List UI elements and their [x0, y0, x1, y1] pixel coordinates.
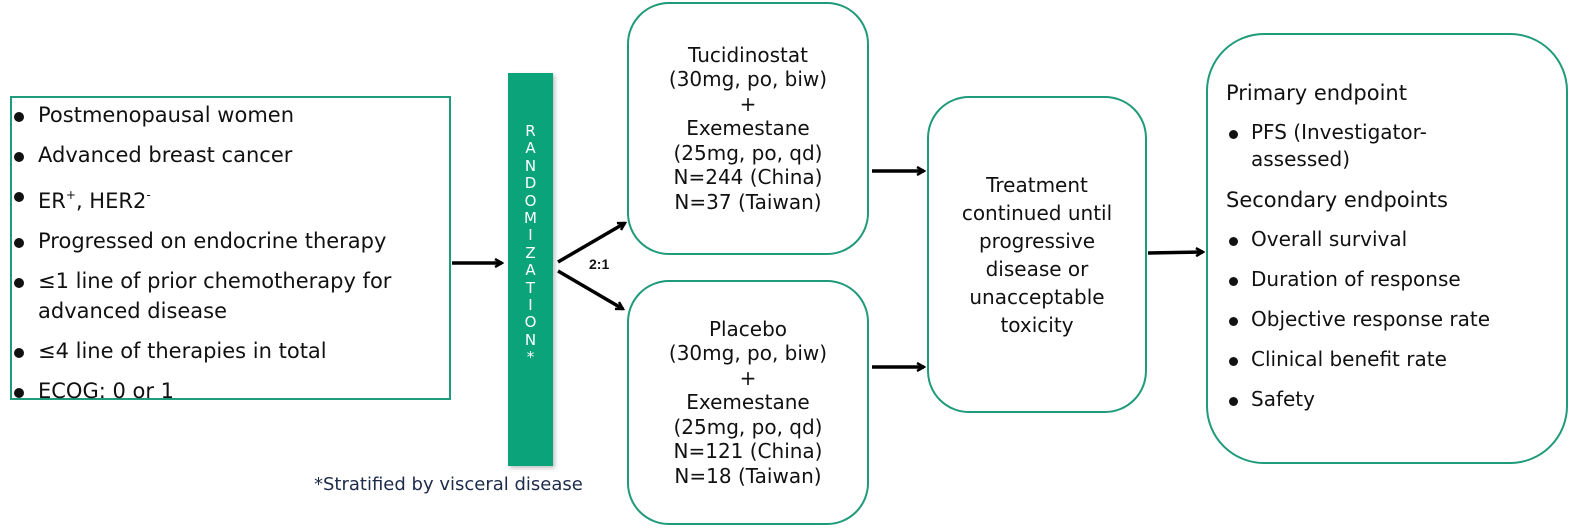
- endpoint-text: PFS (Investigator-assessed): [1251, 120, 1427, 171]
- randomization-letter: *: [526, 348, 535, 367]
- eligibility-item: ≤4 line of therapies in total: [12, 336, 449, 366]
- er-label: ER: [38, 189, 66, 213]
- secondary-endpoint-item: Duration of response: [1226, 266, 1566, 293]
- arm-line: Tucidinostat: [688, 42, 808, 67]
- bullet-icon: [1229, 397, 1238, 406]
- arm-line: Exemestane: [686, 390, 810, 415]
- arm-line: N=121 (China): [673, 439, 823, 464]
- treatment-line: unacceptable: [969, 284, 1105, 309]
- her2-label: , HER2: [75, 189, 147, 213]
- endpoint-text: Overall survival: [1251, 227, 1408, 251]
- eligibility-item-text: Advanced breast cancer: [38, 143, 293, 167]
- arm-line: Exemestane: [686, 116, 810, 141]
- eligibility-item: ECOG: 0 or 1: [12, 376, 449, 406]
- bullet-icon: [1229, 277, 1238, 286]
- treatment-line: Treatment: [986, 172, 1088, 197]
- arm-placebo-box: Placebo (30mg, po, biw) + Exemestane (25…: [627, 280, 869, 525]
- treatment-line: toxicity: [1000, 312, 1074, 337]
- treatment-continuation-box: Treatment continued until progressive di…: [927, 96, 1147, 413]
- bullet-icon: [14, 152, 24, 162]
- arm-tucidinostat-box: Tucidinostat (30mg, po, biw) + Exemestan…: [627, 2, 869, 255]
- randomization-ratio: 2:1: [589, 256, 610, 272]
- eligibility-item: ≤1 line of prior chemotherapy for advanc…: [12, 266, 438, 326]
- randomization-letter: A: [525, 139, 536, 158]
- randomization-letter: O: [524, 313, 537, 332]
- arm-line: N=37 (Taiwan): [674, 189, 822, 214]
- stratification-footnote: *Stratified by visceral disease: [314, 474, 583, 495]
- arm-line: +: [739, 91, 757, 116]
- randomization-letter: O: [524, 191, 537, 210]
- bullet-icon: [14, 238, 24, 248]
- endpoint-text: Clinical benefit rate: [1251, 347, 1447, 371]
- secondary-endpoint-heading: Secondary endpoints: [1226, 188, 1448, 212]
- arm-line: (25mg, po, qd): [673, 414, 823, 439]
- secondary-endpoint-item: Clinical benefit rate: [1226, 346, 1566, 373]
- randomization-letter: A: [525, 261, 536, 280]
- bullet-icon: [14, 112, 24, 122]
- eligibility-item-text: ≤1 line of prior chemotherapy for advanc…: [38, 269, 392, 323]
- primary-endpoint-item: PFS (Investigator-assessed): [1226, 119, 1461, 173]
- eligibility-item-text: ECOG: 0 or 1: [38, 379, 175, 403]
- eligibility-item: ER+, HER2-: [12, 180, 449, 216]
- randomization-letter: R: [525, 122, 536, 140]
- randomization-letter: Z: [525, 243, 536, 262]
- arm-line: (25mg, po, qd): [673, 140, 823, 165]
- eligibility-item-text: Progressed on endocrine therapy: [38, 229, 387, 253]
- bullet-icon: [1229, 237, 1238, 246]
- bullet-icon: [14, 348, 24, 358]
- arm-line: +: [739, 365, 757, 390]
- arm-line: Placebo: [708, 316, 788, 341]
- randomization-letter: N: [524, 330, 537, 349]
- arm-line: (30mg, po, biw): [668, 341, 828, 366]
- bullet-icon: [1229, 317, 1238, 326]
- arrow-treatment-to-endpoints: [1147, 252, 1203, 253]
- randomization-letter: N: [524, 156, 537, 175]
- randomization-letter: I: [528, 296, 533, 315]
- treatment-line: continued until: [961, 200, 1113, 225]
- eligibility-item: Progressed on endocrine therapy: [12, 226, 449, 256]
- eligibility-item: Advanced breast cancer: [12, 140, 449, 170]
- randomization-letter: M: [524, 209, 537, 228]
- endpoint-text: Duration of response: [1251, 267, 1461, 291]
- randomization-letter: D: [524, 174, 537, 193]
- arrow-randomization-to-tucidinostat: [557, 221, 625, 264]
- eligibility-criteria-box: Postmenopausal women Advanced breast can…: [10, 96, 451, 403]
- arm-line: N=18 (Taiwan): [674, 463, 822, 488]
- primary-endpoint-heading: Primary endpoint: [1226, 81, 1407, 105]
- arm-line: (30mg, po, biw): [668, 67, 828, 92]
- endpoint-text: Safety: [1251, 387, 1315, 411]
- endpoint-text: Objective response rate: [1251, 307, 1491, 331]
- bullet-icon: [1229, 357, 1238, 366]
- bullet-icon: [14, 388, 24, 398]
- eligibility-item-text: ≤4 line of therapies in total: [38, 339, 327, 363]
- eligibility-item: Postmenopausal women: [12, 100, 449, 130]
- secondary-endpoint-item: Overall survival: [1226, 226, 1566, 253]
- her2-superscript: -: [146, 188, 151, 202]
- randomization-letter: T: [525, 278, 536, 297]
- treatment-line: disease or: [985, 256, 1089, 281]
- randomization-letter: I: [528, 226, 533, 245]
- bullet-icon: [1229, 130, 1238, 139]
- bullet-icon: [14, 192, 24, 202]
- endpoints-box: Primary endpoint PFS (Investigator-asses…: [1206, 33, 1568, 464]
- arrow-randomization-to-placebo: [557, 269, 623, 311]
- bullet-icon: [14, 278, 24, 288]
- secondary-endpoint-item: Safety: [1226, 386, 1566, 413]
- arm-line: N=244 (China): [673, 165, 823, 190]
- eligibility-item-text: Postmenopausal women: [38, 103, 295, 127]
- secondary-endpoint-item: Objective response rate: [1226, 306, 1566, 333]
- er-superscript: +: [65, 188, 76, 202]
- treatment-line: progressive: [978, 228, 1096, 253]
